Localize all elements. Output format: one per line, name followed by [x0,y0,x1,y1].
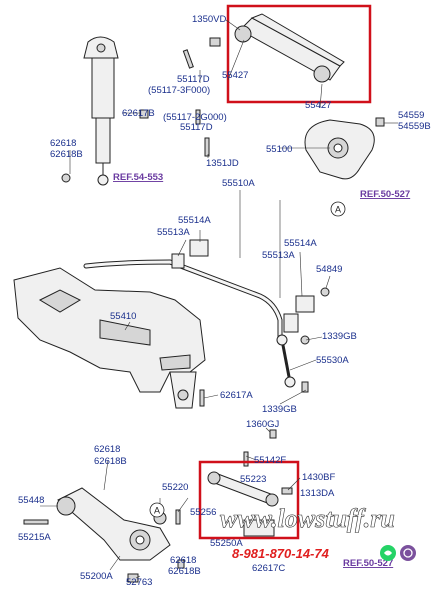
marker-a-top: A [330,201,346,217]
shock-absorber [61,36,119,186]
svg-text:A: A [335,205,341,215]
trailing-link [207,471,293,537]
upper-control-arm [234,13,345,83]
label-1350vd: 1350VD [192,14,226,25]
whatsapp-icon [380,545,396,561]
upper-bolt-parts [139,37,221,157]
label-55215a: 55215A [18,532,51,543]
label-55427: 55427 [222,70,248,81]
highlight-box-upper [226,4,372,104]
label-54559b: 54559B [398,121,431,132]
label-1339gb: 1339GB [322,331,357,342]
label-54849: 54849 [316,264,342,275]
label-55410: 55410 [110,311,136,322]
watermark-phone: 8-981-870-14-74 [232,546,330,561]
label-62618b: 62618B [94,456,127,467]
viber-icon [400,545,416,561]
label-55223: 55223 [240,474,266,485]
label-55530a: 55530A [316,355,349,366]
label-54559: 54559 [398,110,424,121]
stabilizer-bar [83,239,330,343]
label-55117d: 55117D [180,122,213,133]
label-55256: 55256 [190,507,216,518]
label-55100: 55100 [266,144,292,155]
part-labels: 1350VD 55117D (55117-3F000) 55427 55427 … [18,14,431,588]
lower-bolt-parts [127,429,277,583]
highlight-box-lower [198,460,300,540]
label-62618b: 62618B [168,566,201,577]
label-55514a: 55514A [284,238,317,249]
label-55200a: 55200A [80,571,113,582]
label-55250a: 55250A [210,538,243,549]
label-52763: 52763 [126,577,152,588]
reference-links: REF.54-553 REF.50-527 REF.50-527 [113,172,410,569]
knuckle [304,117,385,180]
label-55117-2g000: (55117-2G000) [163,112,227,123]
ref-50-527-link[interactable]: REF.50-527 [360,189,410,200]
watermark: www.lowstuff.ru 8-981-870-14-74 [220,504,416,561]
label-1351jd: 1351JD [206,158,239,169]
label-55220: 55220 [162,482,188,493]
svg-text:A: A [154,506,160,516]
ref-54-553-link[interactable]: REF.54-553 [113,172,163,183]
label-62617b: 62617B [122,108,155,119]
label-55510a: 55510A [222,178,255,189]
label-1339gb: 1339GB [262,404,297,415]
label-62618: 62618 [50,138,76,149]
label-1313da: 1313DA [300,488,335,499]
label-55514a: 55514A [178,215,211,226]
stabilizer-link [276,334,310,393]
label-62618b: 62618B [50,149,83,160]
label-55142f: 55142F [254,455,286,466]
label-62617a: 62617A [220,390,253,401]
label-62618: 62618 [170,555,196,566]
label-55427: 55427 [305,100,331,111]
lower-control-arm [23,487,171,561]
ref-50-527-link[interactable]: REF.50-527 [343,558,393,569]
watermark-site: www.lowstuff.ru [220,504,395,533]
label-55117d: 55117D [177,74,210,85]
label-62617c: 62617C [252,563,285,574]
label-55513a: 55513A [262,250,295,261]
label-1430bf: 1430BF [302,472,335,483]
subframe [13,267,206,409]
label-62618: 62618 [94,444,120,455]
label-55513a: 55513A [157,227,190,238]
label-1360gj: 1360GJ [246,419,280,430]
label-55117-3f000: (55117-3F000) [148,85,210,96]
marker-a-bottom: A [149,502,165,518]
label-55448: 55448 [18,495,44,506]
